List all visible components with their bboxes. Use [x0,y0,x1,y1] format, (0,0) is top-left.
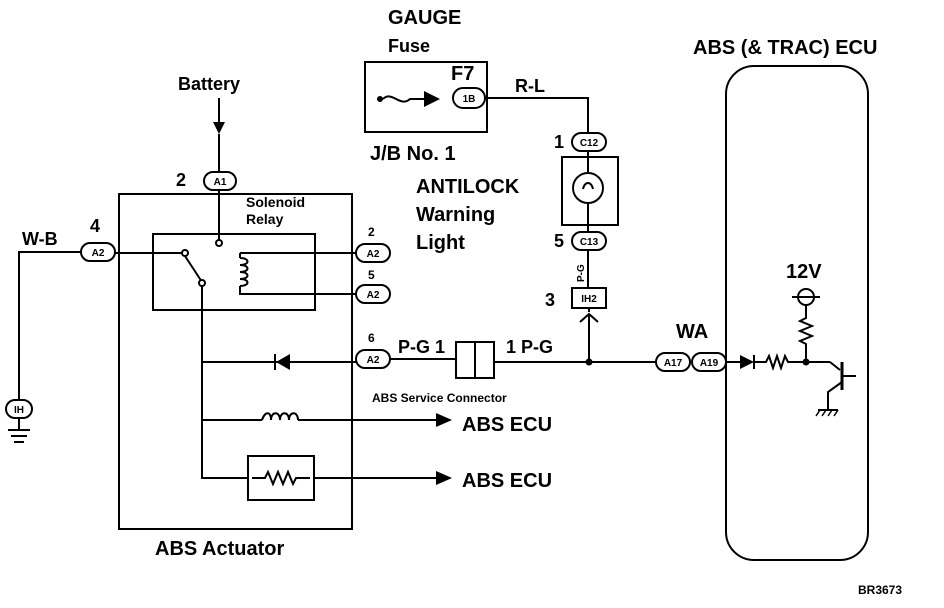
abs-ecu-label-2: ABS ECU [462,470,552,492]
connector-label: A2 [92,248,105,259]
figure-code: BR3673 [858,583,902,597]
connector-c13: C13 [571,231,607,251]
connector-label: A2 [367,290,380,301]
connector-a2-diode: A2 [355,349,391,369]
antilock-label-1: ANTILOCK [416,176,520,198]
abs-service-connector [455,341,495,379]
wire-r-l-label: R-L [515,76,545,96]
pin-ih2: 3 [545,290,555,310]
fuse-id-label: F7 [451,63,474,85]
bulb-icon [572,172,604,204]
connector-label: A1 [214,177,227,188]
wire-p-g-right-label: 1 P-G [506,337,553,357]
actuator-label: ABS Actuator [155,538,284,560]
arrow-right-icon [436,413,452,427]
connector-c12: C12 [571,132,607,152]
ground-icon [8,429,30,443]
warning-light [561,151,619,232]
connector-label: IH [14,405,24,416]
pin-a1: 2 [176,170,186,190]
fuse-icon [424,91,440,107]
solenoid-label-1: Solenoid [246,194,305,210]
resistor-icon [252,469,310,487]
connector-label: A2 [367,355,380,366]
wire-p-g-left-label: P-G 1 [398,337,445,357]
connector-a1: A1 [203,171,237,191]
pin-a2-diode: 6 [368,331,375,345]
abs-ecu-label-1: ABS ECU [462,414,552,436]
antilock-label-2: Warning [416,204,495,226]
gauge-label: GAUGE [388,7,461,29]
solenoid-coil-icon [261,412,299,421]
voltage-label: 12V [786,261,822,283]
connector-label: A19 [700,358,719,369]
pullup-resistor-icon [797,305,815,362]
pin-a2-relay-bottom: 5 [368,268,375,282]
wire-w-b-label: W-B [22,229,58,249]
wire-w-b [18,251,81,400]
solenoid-relay-box [152,233,316,311]
ecu-title: ABS (& TRAC) ECU [693,37,877,59]
connector-label: C12 [580,138,599,149]
connector-a2-left: A2 [80,242,116,262]
relay-switch [184,255,203,283]
service-connector-label: ABS Service Connector [372,391,507,405]
connector-a2-relay-bottom: A2 [355,284,391,304]
connector-a19: A19 [691,352,727,372]
connector-label: IH2 [581,294,597,305]
connector-label: A17 [664,358,683,369]
connector-label: A2 [367,249,380,260]
diode-icon [740,355,754,369]
pin-c12: 1 [554,132,564,152]
jb-label: J/B No. 1 [370,143,456,165]
relay-coil-icon [239,257,249,287]
wa-label: WA [676,321,708,343]
ground-connector: IH [5,399,33,443]
abs-trac-ecu-box [725,65,869,561]
fuse-label: Fuse [388,36,430,56]
resistor-icon [754,352,806,372]
pin-c13: 5 [554,231,564,251]
arrow-right-icon [436,471,452,485]
wire-r-l [485,97,589,133]
arrow-down-icon [213,122,225,134]
connector-label: 1B [463,94,476,105]
solenoid-label-2: Relay [246,211,284,227]
diode-icon [276,354,290,370]
battery-label: Battery [178,74,240,94]
pin-a2-left: 4 [90,216,100,236]
pin-a2-relay-top: 2 [368,225,375,239]
connector-1b: 1B [452,87,486,109]
connector-a2-relay-top: A2 [355,243,391,263]
connector-label: C13 [580,237,599,248]
wire-p-g-vertical-label: P-G [576,264,587,282]
antilock-label-3: Light [416,232,465,254]
connector-a17: A17 [655,352,691,372]
